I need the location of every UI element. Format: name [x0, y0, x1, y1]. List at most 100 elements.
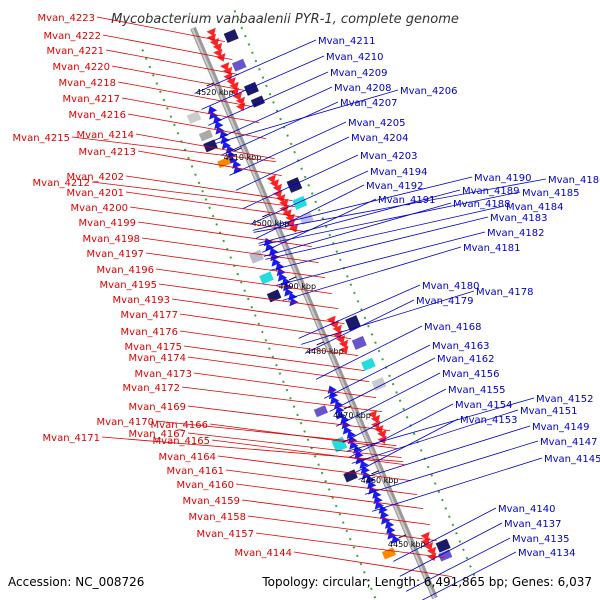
- tick-label: 4490 kbp: [278, 282, 316, 291]
- map-title: Mycobacterium vanbaalenii PYR-1, complet…: [111, 12, 459, 27]
- reverse-leader-line: [276, 231, 486, 286]
- reverse-leader-line: [265, 205, 505, 260]
- forward-gene-label: Mvan_4165: [153, 436, 210, 447]
- forward-gene-label: Mvan_4201: [67, 188, 124, 199]
- reverse-gene-arrow: [367, 480, 377, 490]
- forward-gene-label: Mvan_4169: [129, 402, 186, 413]
- forward-gene-arrow: [426, 546, 437, 556]
- forward-gene-label: Mvan_4174: [129, 353, 186, 364]
- reverse-leader-line: [262, 198, 377, 253]
- forward-leader-line: [155, 420, 397, 447]
- forward-gene-label: Mvan_4202: [67, 172, 124, 183]
- forward-leader-line: [187, 432, 402, 459]
- reverse-gene-arrow: [378, 505, 388, 514]
- tick-line: [288, 276, 297, 281]
- reverse-gene-label: Mvan_4180: [422, 281, 479, 292]
- forward-gene-arrow: [269, 179, 279, 188]
- reverse-gene-label: Mvan_4205: [348, 118, 405, 129]
- reverse-gene-label: Mvan_4188: [453, 199, 510, 210]
- forward-leader-line: [125, 175, 293, 202]
- forward-gene-label: Mvan_4218: [59, 78, 116, 89]
- forward-gene-label: Mvan_4172: [123, 383, 180, 394]
- forward-leader-line: [127, 113, 267, 140]
- forward-gene-label: Mvan_4160: [177, 480, 234, 491]
- forward-leader-line: [247, 515, 437, 542]
- reverse-leader-line: [405, 537, 511, 592]
- forward-gene-label: Mvan_4161: [167, 466, 224, 477]
- reverse-gene-arrow: [277, 273, 288, 282]
- reverse-leader-line: [243, 154, 359, 209]
- feature-box: [343, 469, 358, 483]
- reverse-leader-line: [358, 425, 531, 480]
- reverse-leader-line: [351, 409, 519, 464]
- reverse-leader-line: [421, 551, 517, 600]
- feature-box: [198, 129, 214, 142]
- forward-leader-line: [255, 532, 444, 559]
- feature-box: [243, 81, 259, 96]
- reverse-leader-line: [258, 189, 461, 244]
- reverse-gene-label: Mvan_4186: [548, 175, 600, 186]
- reverse-gene-label: Mvan_4184: [506, 202, 563, 213]
- reverse-leader-line: [252, 176, 473, 231]
- forward-gene-arrow: [377, 429, 387, 439]
- reverse-gene-arrow: [288, 292, 298, 301]
- forward-gene-label: Mvan_4195: [100, 280, 157, 291]
- reverse-leader-line: [229, 121, 347, 176]
- forward-leader-line: [155, 268, 332, 295]
- reverse-gene-arrow: [232, 160, 242, 169]
- accession-text: Accession: NC_008726: [8, 575, 144, 589]
- reverse-gene-arrow: [349, 441, 359, 450]
- reverse-gene-arrow: [220, 135, 230, 145]
- reverse-leader-line: [342, 388, 447, 443]
- reverse-leader-line: [194, 39, 317, 94]
- reverse-gene-label: Mvan_4154: [455, 400, 512, 411]
- forward-gene-label: Mvan_4157: [197, 529, 254, 540]
- tick-label: 4500 kbp: [252, 219, 290, 228]
- reverse-gene-arrow: [330, 396, 340, 405]
- feature-box: [186, 110, 202, 124]
- feature-box: [203, 139, 218, 153]
- reverse-gene-arrow: [226, 150, 237, 160]
- reverse-gene-label: Mvan_4209: [330, 68, 387, 79]
- feature-box: [438, 549, 453, 562]
- forward-gene-label: Mvan_4223: [38, 13, 95, 24]
- reverse-gene-label: Mvan_4203: [360, 151, 417, 162]
- reverse-gene-label: Mvan_4152: [536, 394, 593, 405]
- reverse-gene-label: Mvan_4155: [448, 385, 505, 396]
- reverse-leader-line: [208, 71, 329, 126]
- feature-box: [292, 195, 308, 210]
- forward-gene-arrow: [235, 96, 246, 106]
- reverse-gene-arrow: [334, 400, 344, 409]
- forward-leader-line: [187, 405, 391, 432]
- reverse-leader-line: [355, 418, 459, 473]
- reverse-gene-label: Mvan_4185: [522, 188, 579, 199]
- reverse-gene-label: Mvan_4206: [400, 86, 457, 97]
- reverse-leader-line: [269, 216, 489, 271]
- reverse-gene-arrow: [336, 411, 346, 420]
- reverse-leader-line: [201, 55, 325, 110]
- forward-gene-label: Mvan_4221: [47, 46, 104, 57]
- forward-leader-line: [179, 313, 352, 340]
- forward-gene-label: Mvan_4217: [63, 94, 120, 105]
- feature-box: [371, 377, 387, 392]
- reverse-gene-label: Mvan_4208: [334, 83, 391, 94]
- forward-leader-line: [171, 298, 345, 325]
- reverse-gene-arrow: [386, 525, 396, 535]
- reverse-gene-label: Mvan_4189: [462, 186, 519, 197]
- reverse-gene-label: Mvan_4191: [378, 195, 435, 206]
- forward-leader-line: [209, 423, 398, 450]
- reverse-gene-label: Mvan_4145: [544, 454, 600, 465]
- forward-gene-arrow: [226, 77, 236, 86]
- forward-gene-label: Mvan_4214: [77, 130, 134, 141]
- reverse-gene-label: Mvan_4153: [460, 415, 517, 426]
- reverse-gene-arrow: [387, 531, 397, 540]
- reverse-gene-label: Mvan_4179: [416, 296, 473, 307]
- forward-gene-arrow: [279, 198, 289, 208]
- reverse-gene-label: Mvan_4211: [318, 36, 375, 47]
- reverse-gene-arrow: [276, 267, 286, 277]
- forward-leader-line: [129, 206, 306, 233]
- gene-labels: Mvan_4223Mvan_4222Mvan_4221Mvan_4220Mvan…: [13, 13, 600, 559]
- reverse-leader-line: [304, 299, 415, 354]
- forward-gene-arrow: [213, 48, 223, 57]
